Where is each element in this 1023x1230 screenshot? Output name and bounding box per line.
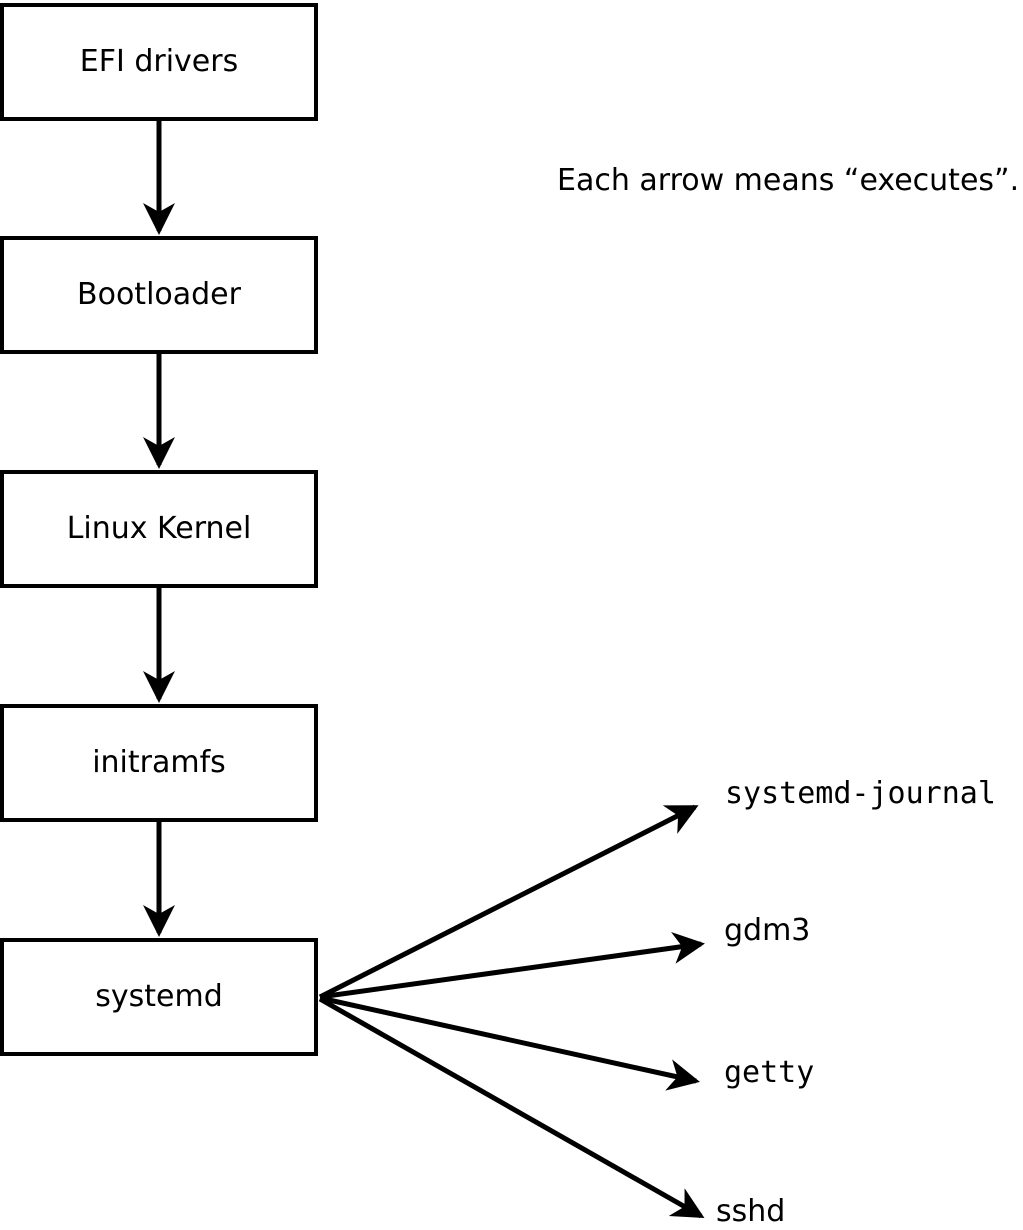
box-efi-drivers-label: EFI drivers xyxy=(79,44,239,79)
arrow-systemd-to-getty xyxy=(319,995,700,1091)
arrow-systemd-to-sshd xyxy=(318,996,705,1219)
arrow-systemd-to-gdm3 xyxy=(319,932,705,1000)
box-initramfs-label: initramfs xyxy=(92,745,226,780)
label-getty: getty xyxy=(724,1055,815,1090)
box-efi-drivers: EFI drivers xyxy=(0,3,318,121)
box-systemd: systemd xyxy=(0,938,318,1056)
label-gdm3: gdm3 xyxy=(724,913,811,948)
box-linux-kernel-label: Linux Kernel xyxy=(66,511,252,546)
box-bootloader: Bootloader xyxy=(0,236,318,354)
box-initramfs: initramfs xyxy=(0,704,318,822)
label-sshd: sshd xyxy=(716,1194,786,1229)
box-linux-kernel: Linux Kernel xyxy=(0,470,318,588)
box-bootloader-label: Bootloader xyxy=(77,277,241,312)
arrow-systemd-to-journal xyxy=(318,804,699,1000)
label-systemd-journal: systemd-journal xyxy=(725,776,996,811)
box-systemd-label: systemd xyxy=(95,979,223,1014)
arrow-legend-text: Each arrow means “executes”. xyxy=(557,163,1020,198)
